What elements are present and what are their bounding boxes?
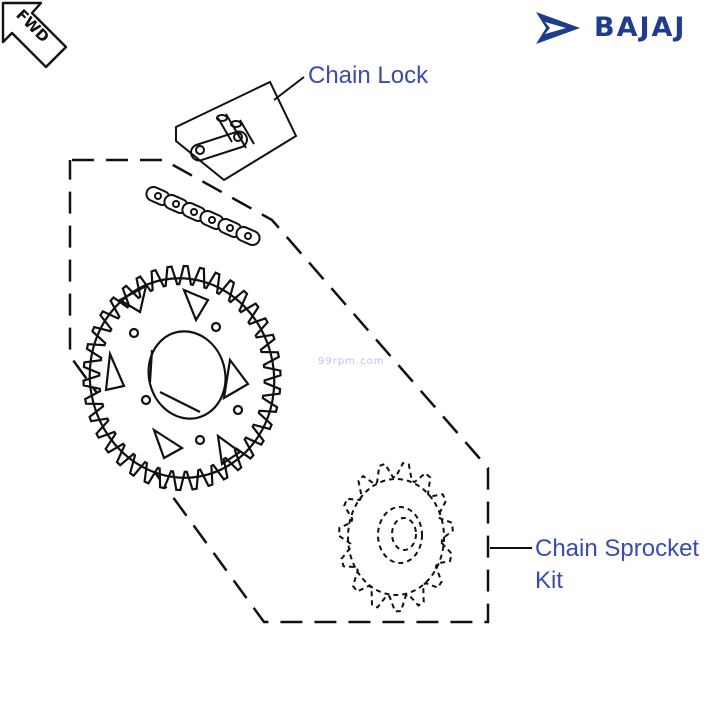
front-sprocket — [337, 461, 454, 613]
watermark-text: 99rpm.com — [318, 356, 385, 367]
chain-lock-part — [190, 113, 255, 162]
callout-leaders — [273, 76, 532, 549]
chain-segment — [145, 185, 261, 247]
brand-name: BAJAJ — [594, 12, 687, 43]
chain-pin — [190, 208, 198, 216]
chain-pin — [208, 216, 216, 224]
chain-lock-box — [175, 80, 298, 182]
chain-sprocket-kit-label-line2: Kit — [535, 567, 564, 594]
chain-pin — [226, 224, 234, 232]
rear-sprocket — [82, 264, 282, 492]
chain-pin — [154, 192, 162, 200]
fwd-arrow-icon — [1, 1, 68, 69]
bajaj-logo-icon — [536, 12, 580, 44]
chain-pin — [172, 200, 180, 208]
chain-lock-label: Chain Lock — [308, 62, 429, 89]
chain-pin — [244, 232, 252, 240]
chain-sprocket-kit-label-line1: Chain Sprocket — [535, 535, 700, 562]
